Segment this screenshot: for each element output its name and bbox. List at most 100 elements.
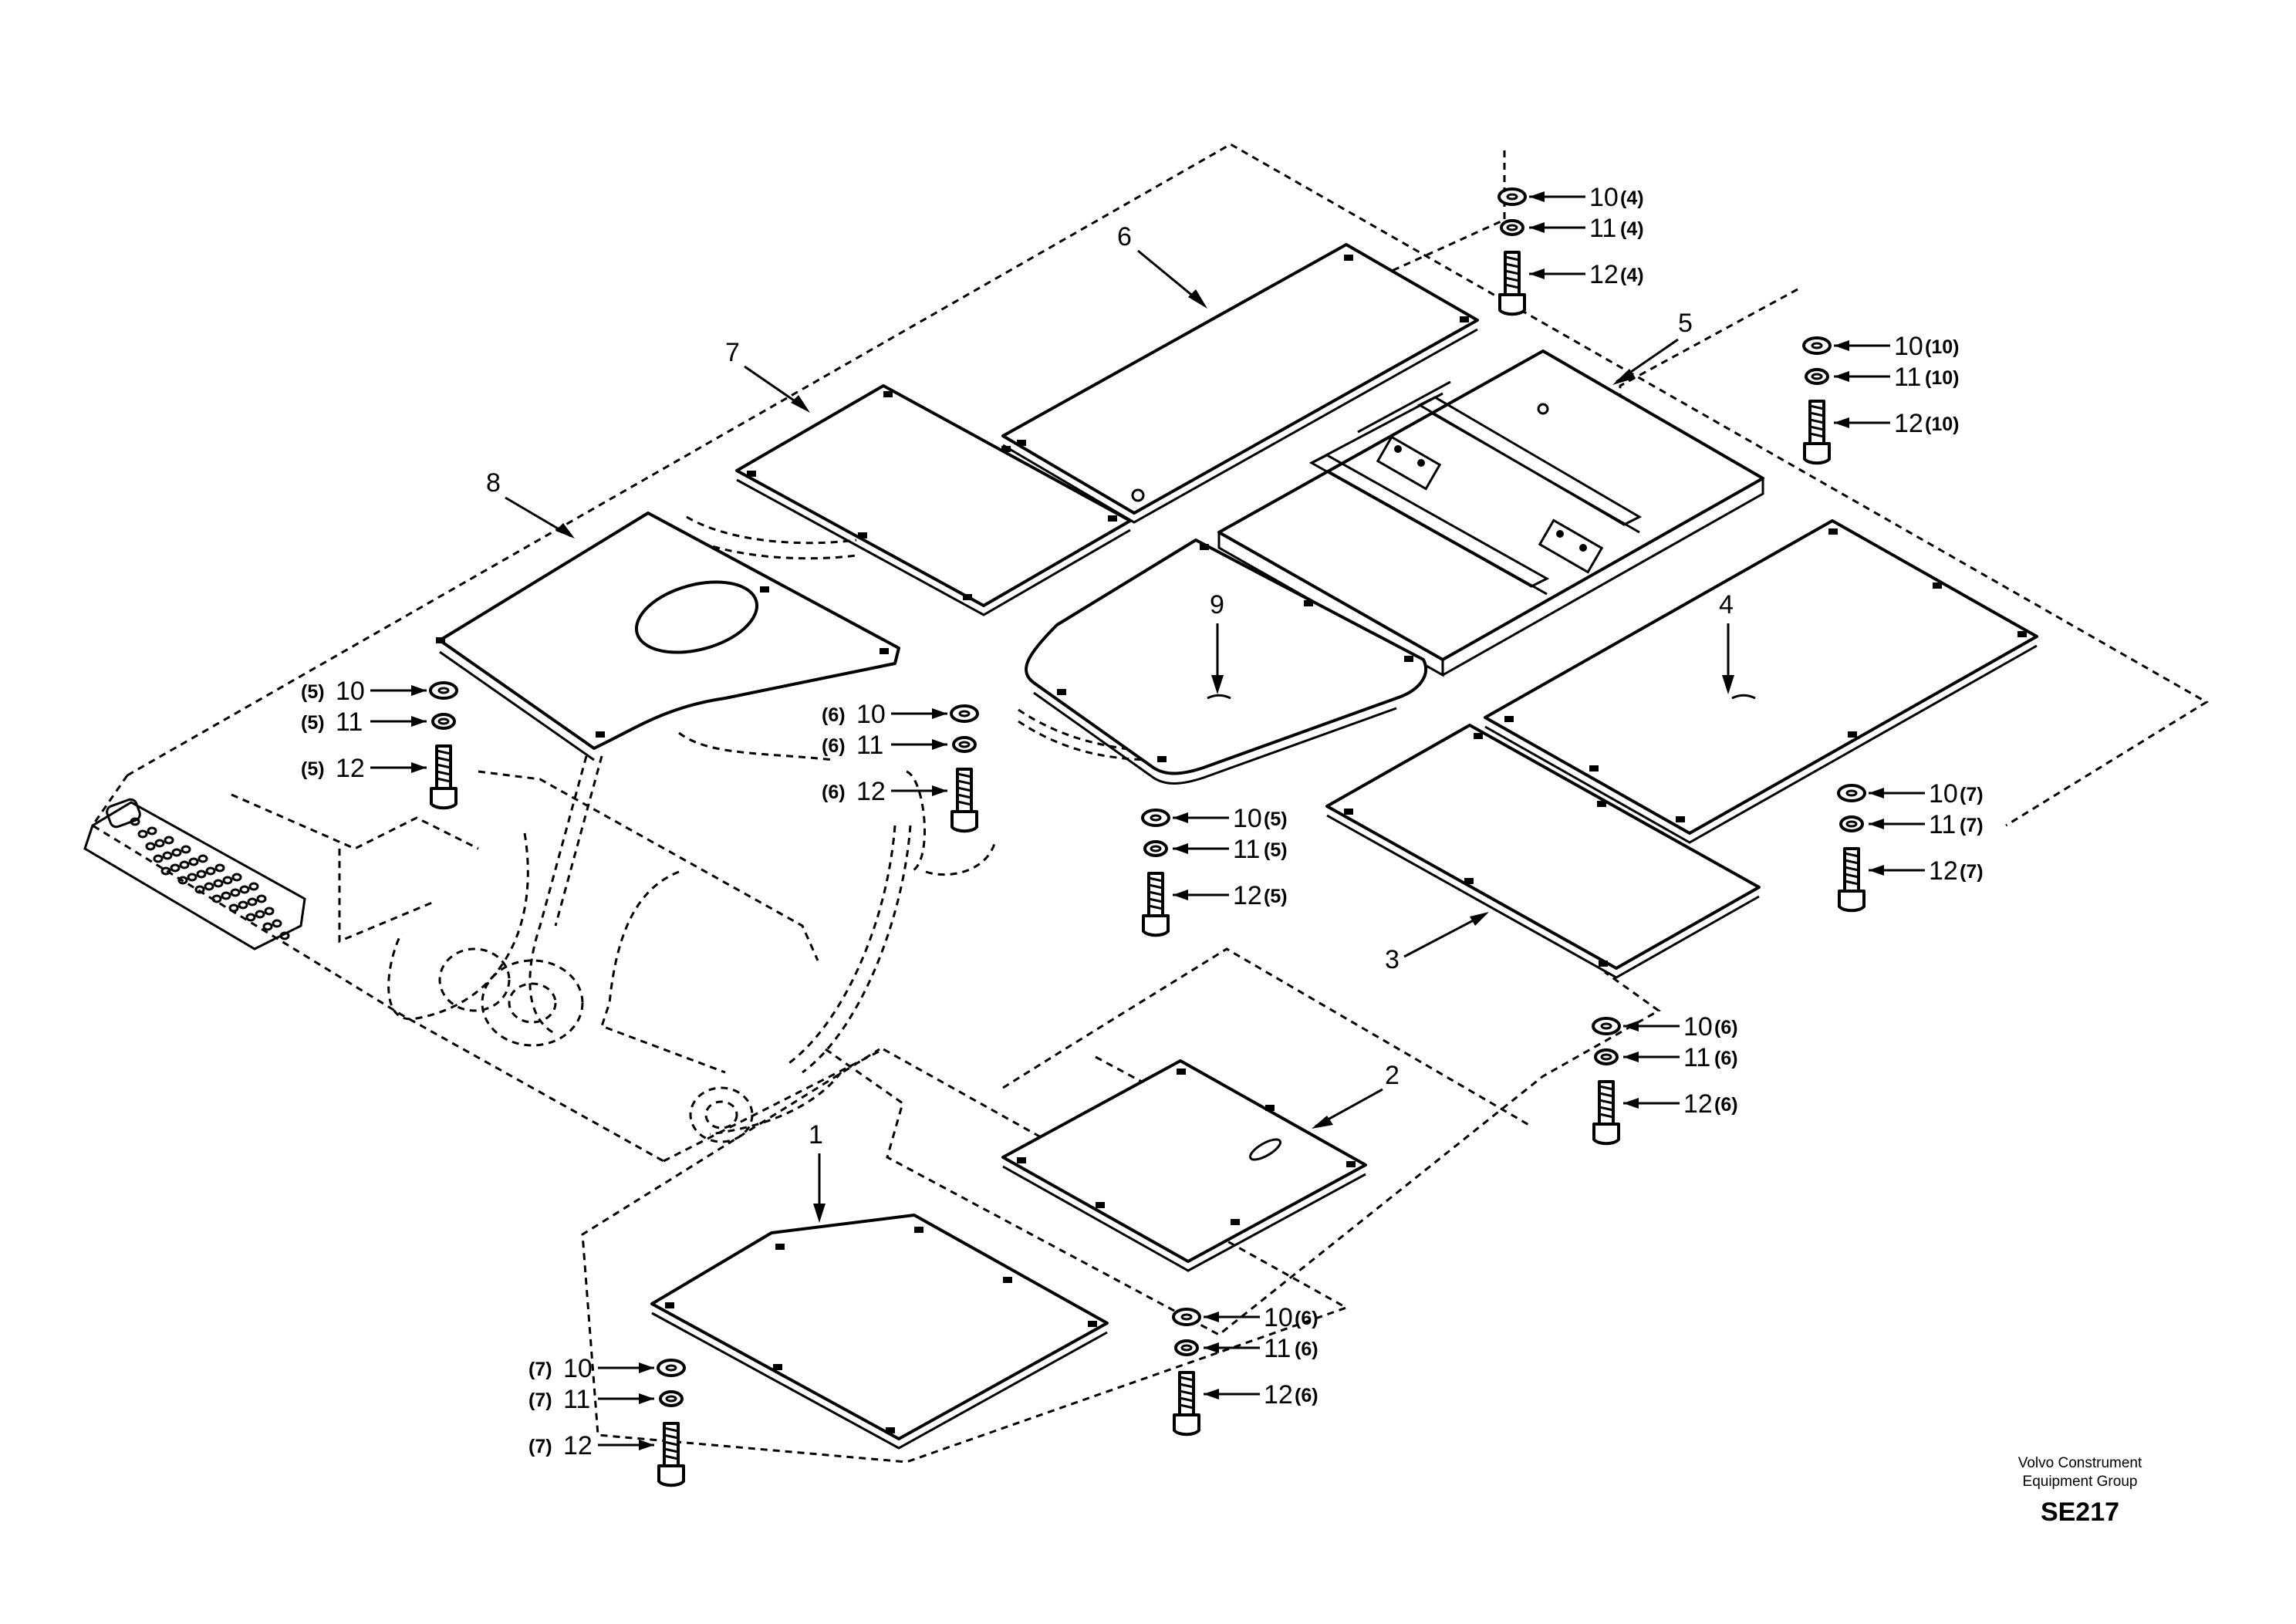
washer-hole [437,687,450,694]
step-hole [228,903,239,913]
item-quantity: (7) [528,1359,552,1380]
lock-washer-hole [958,741,971,748]
bolt-thread [1809,432,1825,438]
lock-washer-hole [1506,224,1518,231]
fastener-stack-g6L: (6)10(6)11(6)12 [822,700,979,833]
bolt-thread [663,1433,679,1440]
lock-washer-hole [1811,373,1823,380]
leader-arrowhead [1204,1342,1219,1353]
item-number: 10 [1264,1303,1293,1332]
bolt-head [1838,890,1866,913]
bolt-thread [663,1426,679,1433]
credit-line-2: Equipment Group [2022,1474,2138,1490]
plate-2 [1001,1059,1367,1272]
step-hole [177,876,188,885]
step-hole [238,900,248,910]
bolt-thread [1599,1106,1614,1112]
leader-arrowhead [639,1393,654,1404]
bolt-thread [1809,418,1825,424]
bolt-head [1498,293,1526,316]
bolt-thread [1844,873,1859,879]
bolt-thread [957,772,972,778]
step-hole [245,913,256,922]
lock-washer-hole [1180,1344,1193,1352]
bolt-thread [957,786,972,792]
step-hole [196,869,207,879]
item-quantity: (5) [1264,839,1288,861]
fastener-stack-g4: 10(4)11(4)12(4) [1497,183,1644,316]
bolt-thread [1504,255,1520,262]
flat-washer [1592,1017,1621,1035]
bolt-head [1592,1123,1620,1146]
item-quantity: (10) [1925,336,1959,358]
part-callouts: 1 2 3 4 5 6 7 [486,222,1734,1223]
item-number: 12 [563,1431,593,1460]
svg-text:9: 9 [1210,590,1224,620]
item-number: 11 [1929,810,1956,839]
leader-arrowhead [1204,1312,1219,1322]
bolt-thread [1179,1383,1194,1389]
step-hole [262,922,273,931]
bolt-thread [1148,883,1163,890]
bolt-head [1173,1413,1200,1437]
step-hole [213,879,224,888]
item-quantity: (4) [1620,265,1644,286]
flat-washer [950,704,979,723]
item-quantity: (7) [1960,815,1984,836]
callout-9: 9 [1210,590,1224,694]
leader-arrowhead [411,762,427,773]
item-number: 12 [336,754,365,783]
plate-8 [436,512,900,761]
washer-hole [1180,1313,1193,1321]
plate-7 [735,384,1132,616]
callout-4: 4 [1719,590,1734,694]
step-hole [130,817,140,826]
svg-text:2: 2 [1385,1061,1400,1090]
lock-washer-hole [665,1395,677,1403]
bolt-thread [1179,1376,1194,1382]
step-hole [211,894,222,903]
leader-arrowhead [1204,1389,1219,1399]
washer-hole [1600,1022,1612,1030]
flat-washer [1802,336,1832,355]
washer-hole [1150,814,1162,822]
bolt-thread [1504,262,1520,268]
svg-text:6: 6 [1117,222,1132,252]
svg-text:5: 5 [1678,309,1693,338]
step-hole [187,873,198,882]
bolt-thread [1844,880,1859,886]
leader-arrowhead [1529,268,1545,279]
bolt-thread [957,793,972,799]
bolt-thread [1844,859,1859,865]
bolt-thread [1148,897,1163,903]
step-hole [147,826,157,836]
step-hole [188,857,199,866]
fastener-stacks: 10(4)11(4)12(4)10(10)11(10)12(10)(5)10(5… [301,183,1984,1487]
leader-arrowhead [1529,191,1545,202]
item-number: 12 [1233,881,1262,910]
bolt-thread [1844,852,1859,858]
bolt-thread [1599,1112,1614,1119]
bolt-thread [1179,1403,1194,1410]
bolt-head [430,787,458,810]
item-number: 12 [1683,1089,1713,1119]
item-number: 12 [1589,260,1619,289]
fastener-stack-g7R: 10(7)11(7)12(7) [1837,779,1984,913]
step-hole [170,863,181,873]
item-quantity: (7) [1960,784,1984,805]
item-quantity: (5) [301,712,325,734]
item-quantity: (5) [301,681,325,703]
step-hole [221,891,231,900]
item-number: 11 [1264,1334,1291,1363]
drawing-code: SE217 [2040,1497,2120,1527]
bolt-thread [663,1454,679,1460]
item-number: 12 [1264,1380,1293,1410]
lock-washer [1143,840,1168,857]
item-quantity: (7) [1960,861,1984,883]
step-hole [162,851,173,860]
lock-washer [952,736,977,753]
bolt-thread [1809,404,1825,410]
lock-washer [659,1390,684,1407]
item-number: 10 [336,677,365,706]
item-quantity: (6) [1714,1048,1738,1069]
